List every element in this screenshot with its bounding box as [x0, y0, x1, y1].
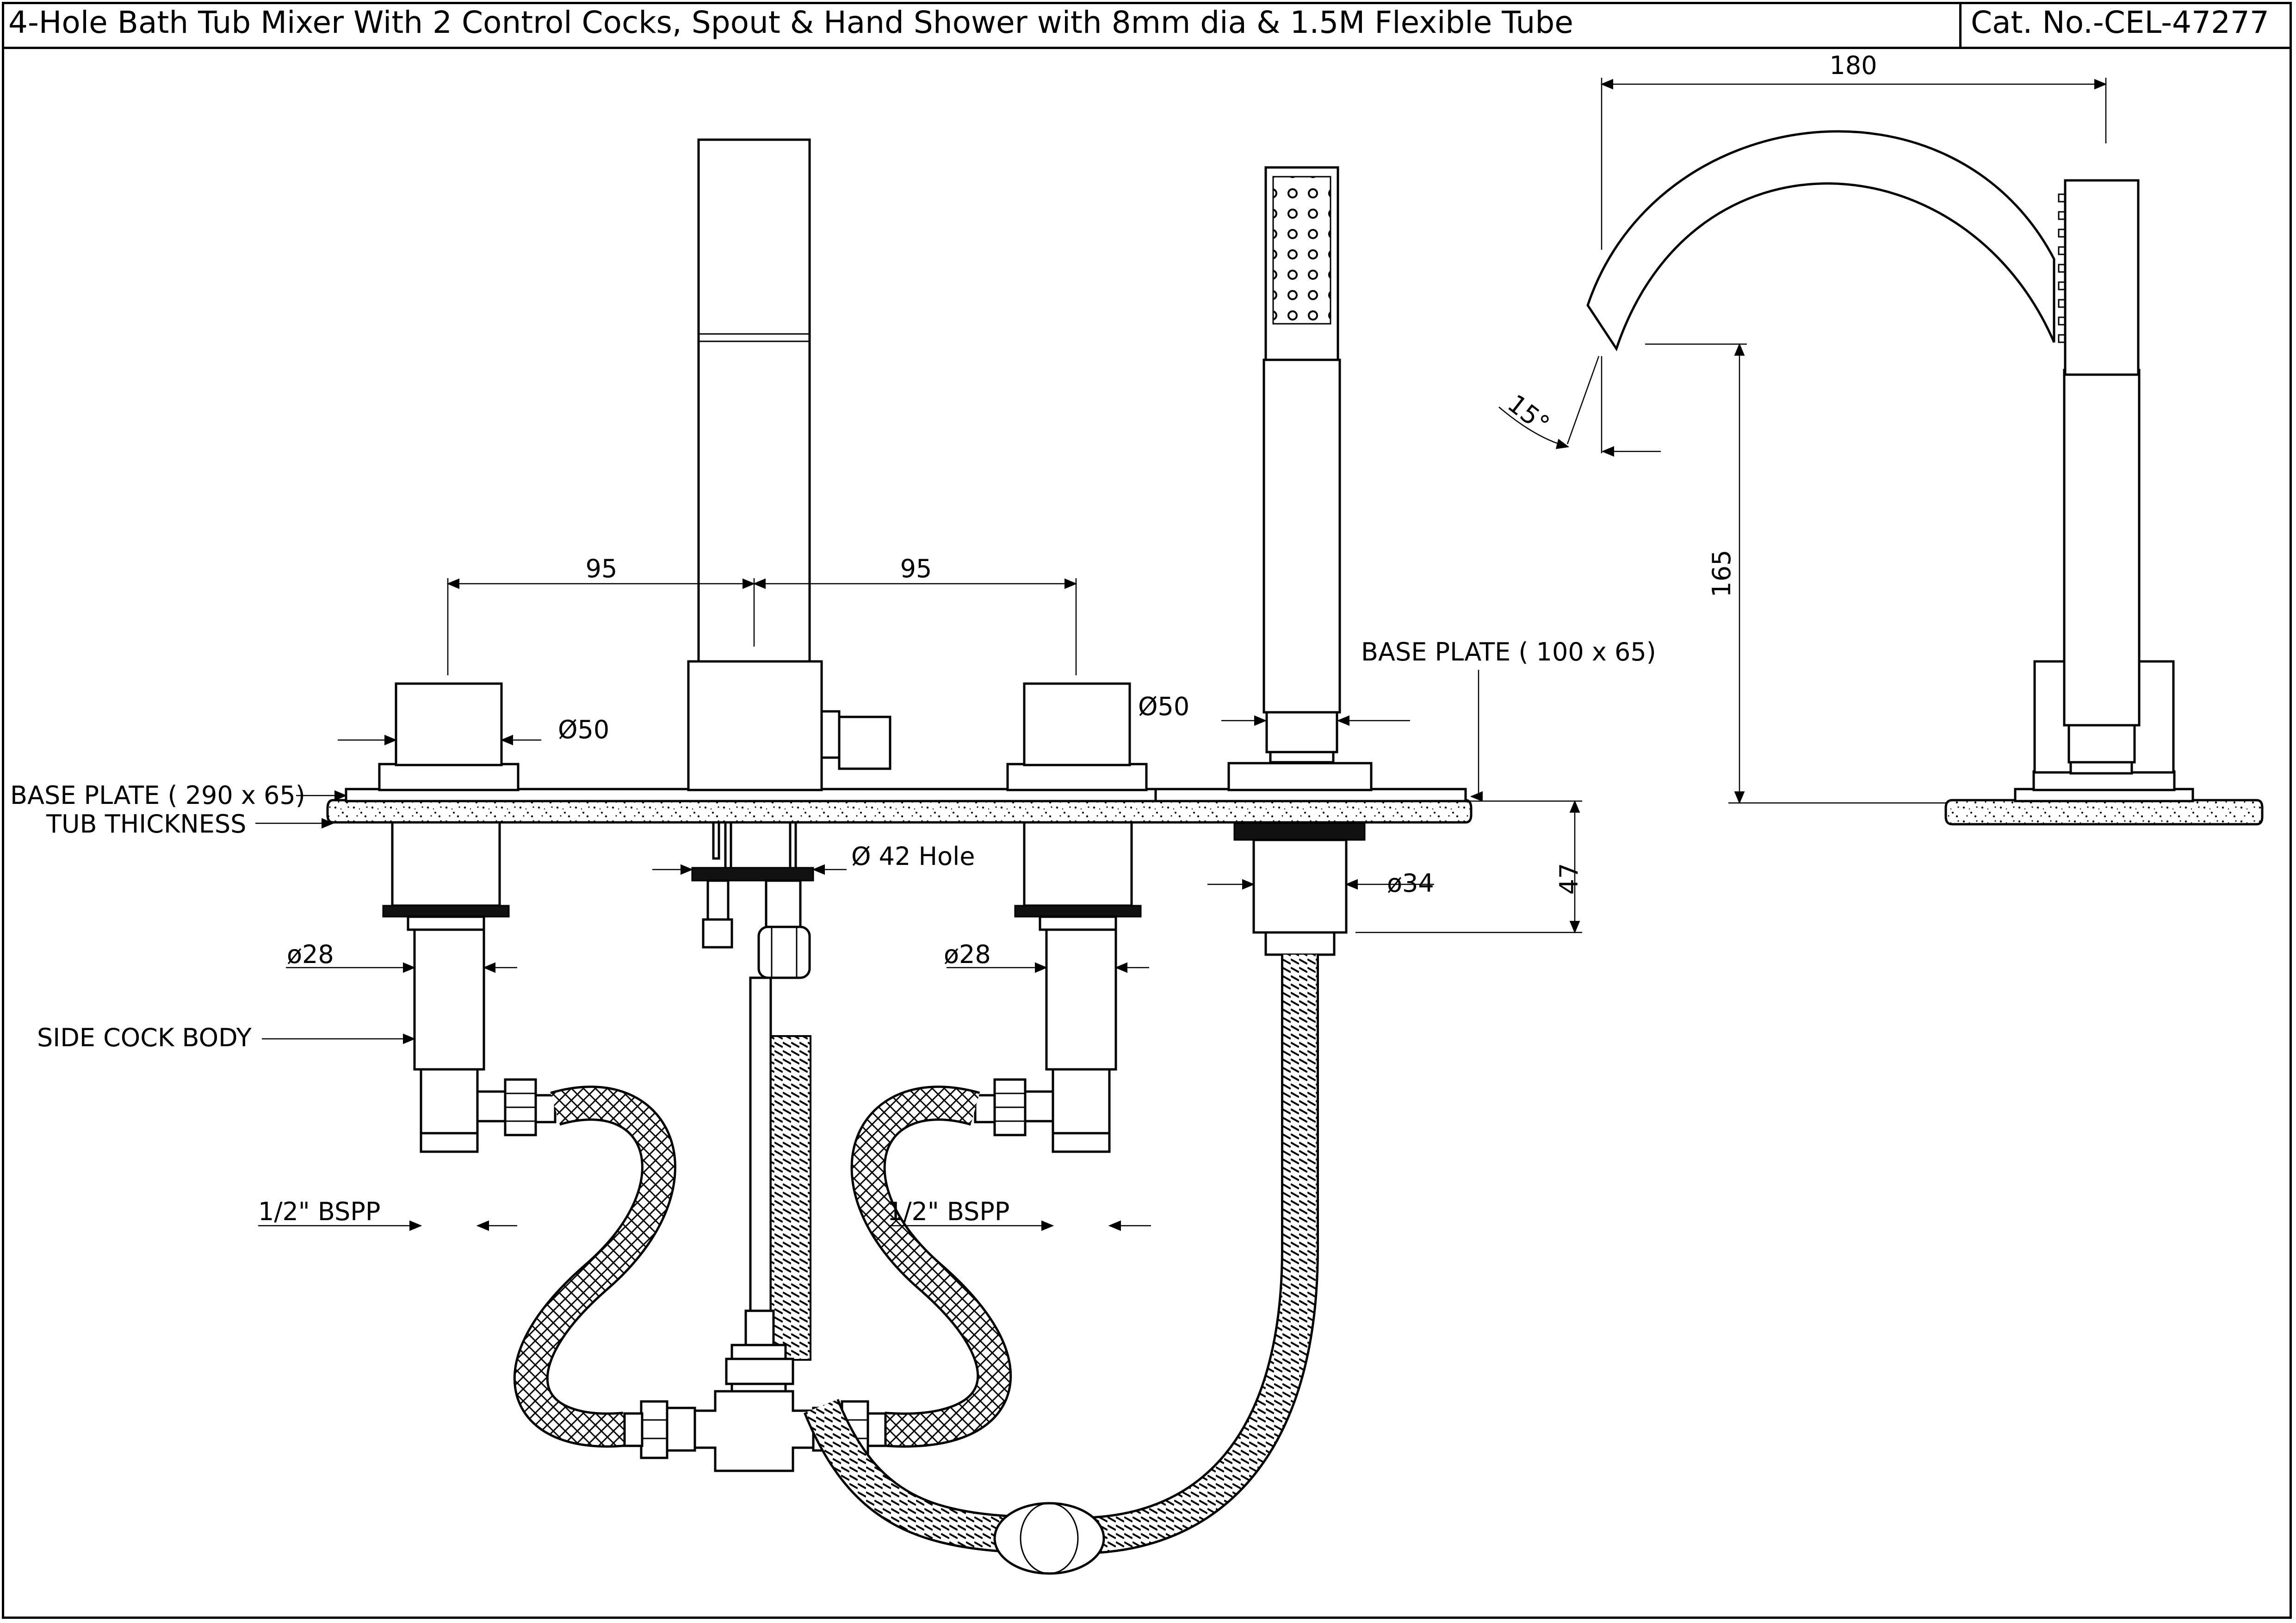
left-cock-body [382, 821, 557, 1153]
catalog-number: Cat. No.-CEL-47277 [1971, 5, 2269, 40]
dim-cock-dia-left: Ø50 [558, 715, 609, 744]
side-tub-slab [1944, 799, 2264, 826]
dim-body-dia-left: ø28 [287, 940, 334, 969]
hose-weight [993, 1502, 1105, 1575]
dim-spout-reach: 180 [1829, 51, 1877, 80]
label-bspp-left: 1/2" BSPP [258, 1197, 380, 1226]
dim-depth: 47 [1554, 863, 1584, 895]
dim-hose-conn-dia: ø34 [1387, 869, 1434, 898]
title-divider [1959, 2, 1962, 49]
title-bar [2, 2, 2292, 49]
dim-spout-height: 165 [1707, 549, 1736, 597]
shower-hose-connector [1233, 822, 1366, 956]
dim-spacing-right: 95 [900, 554, 932, 583]
right-braided-hose [853, 1088, 1010, 1445]
dim-hole-dia: Ø 42 Hole [851, 842, 975, 871]
label-base-plate-shower: BASE PLATE ( 100 x 65) [1361, 637, 1656, 666]
hand-shower-front [1227, 166, 1373, 791]
side-shower-head [2064, 179, 2140, 376]
dim-spout-angle: 15° [1502, 389, 1555, 439]
label-base-plate-main: BASE PLATE ( 290 x 65) [10, 781, 305, 810]
tub-deck-slab [326, 799, 1473, 824]
side-shower-handle [2063, 369, 2141, 727]
dim-spacing-left: 95 [586, 554, 618, 583]
dim-cock-dia-right: Ø50 [1138, 692, 1189, 721]
dimension-lines [255, 78, 2107, 1231]
left-braided-hose [515, 1088, 674, 1445]
side-spout-arc [1586, 130, 2055, 352]
left-control-cock [378, 682, 520, 791]
dim-body-dia-right: ø28 [944, 940, 991, 969]
spout-body [687, 138, 891, 791]
side-view [1586, 130, 2264, 826]
right-cock-body [974, 821, 1142, 1153]
drawing-title: 4-Hole Bath Tub Mixer With 2 Control Coc… [8, 5, 1573, 40]
label-bspp-right: 1/2" BSPP [887, 1197, 1009, 1226]
right-control-cock [1006, 682, 1148, 791]
label-tub-thickness: TUB THICKNESS [46, 809, 246, 839]
dimension-text: 95 95 Ø50 Ø50 BASE PLATE ( 100 x 65) BAS… [10, 51, 1877, 1226]
label-side-cock-body: SIDE COCK BODY [37, 1023, 252, 1052]
